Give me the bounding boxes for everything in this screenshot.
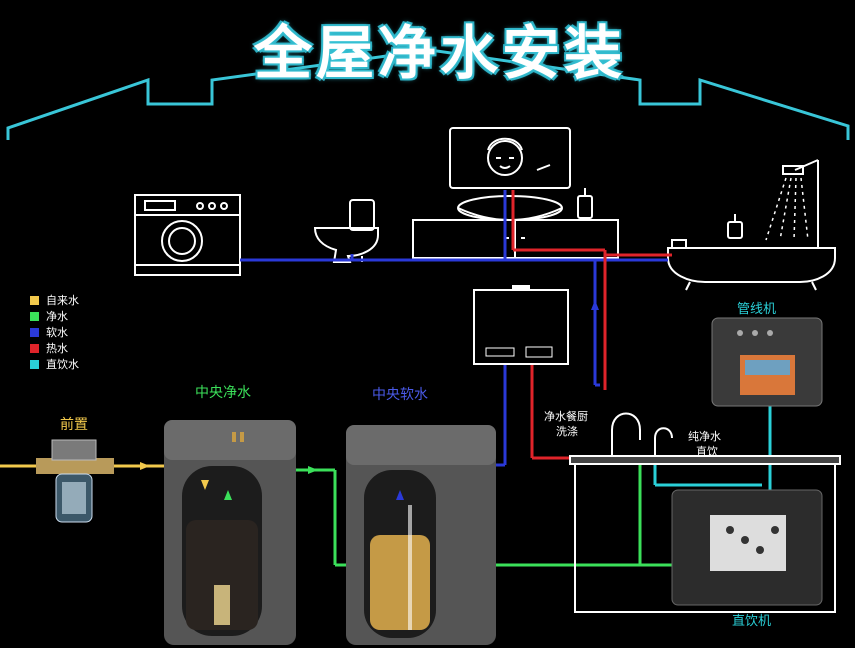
legend-label-direct: 直饮水: [46, 358, 79, 371]
label-direct-drink-machine: 直饮机: [732, 614, 772, 629]
legend-item-purified: 净水: [30, 308, 79, 324]
label-pure-direct-2: 直饮: [696, 445, 718, 458]
legend-swatch-hot: [30, 343, 39, 353]
legend-label-soft: 软水: [46, 326, 68, 339]
legend-swatch-direct: [30, 359, 39, 369]
water-heater-icon: [473, 285, 569, 365]
legend-swatch-purified: [30, 311, 39, 321]
page-title: 全屋净水安装: [253, 19, 626, 87]
legend-item-direct: 直饮水: [30, 356, 79, 372]
central-softener-tank: [346, 425, 496, 645]
sink-cabinet-icon: [412, 188, 619, 259]
label-pre-filter: 前置: [60, 417, 88, 433]
house-roof-outline: [6, 48, 850, 140]
label-pure-direct-1: 纯净水: [688, 430, 721, 443]
flow-arrows: [140, 300, 599, 500]
central-purifier-tank: [164, 420, 296, 645]
kitchen-counter-icon: [569, 412, 841, 613]
bathtub-shower-icon: [667, 159, 836, 291]
legend-item-hot: 热水: [30, 340, 79, 356]
label-pipeline-machine: 管线机: [737, 302, 777, 317]
mirror-face-icon: [449, 127, 571, 189]
legend-label-tap: 自来水: [46, 294, 79, 307]
label-central-purifier: 中央净水: [195, 385, 251, 401]
pre-filter-icon: [36, 439, 114, 523]
direct-drink-machine-icon: [671, 489, 823, 606]
pipeline-machine-icon: [711, 317, 823, 407]
hot-water-pipes: [511, 190, 672, 460]
legend-swatch-soft: [30, 327, 39, 337]
legend-item-tap: 自来水: [30, 292, 79, 308]
legend: 自来水 净水 软水 热水 直饮水: [30, 292, 79, 372]
label-central-softener: 中央软水: [372, 387, 428, 403]
washing-machine-icon: [134, 194, 241, 276]
legend-swatch-tap: [30, 295, 39, 305]
legend-label-hot: 热水: [46, 342, 68, 355]
label-kitchen-wash-2: 洗涤: [556, 425, 578, 438]
label-kitchen-wash-1: 净水餐厨: [544, 410, 588, 423]
legend-item-soft: 软水: [30, 324, 79, 340]
legend-label-purified: 净水: [46, 310, 68, 323]
toilet-icon: [313, 199, 379, 263]
